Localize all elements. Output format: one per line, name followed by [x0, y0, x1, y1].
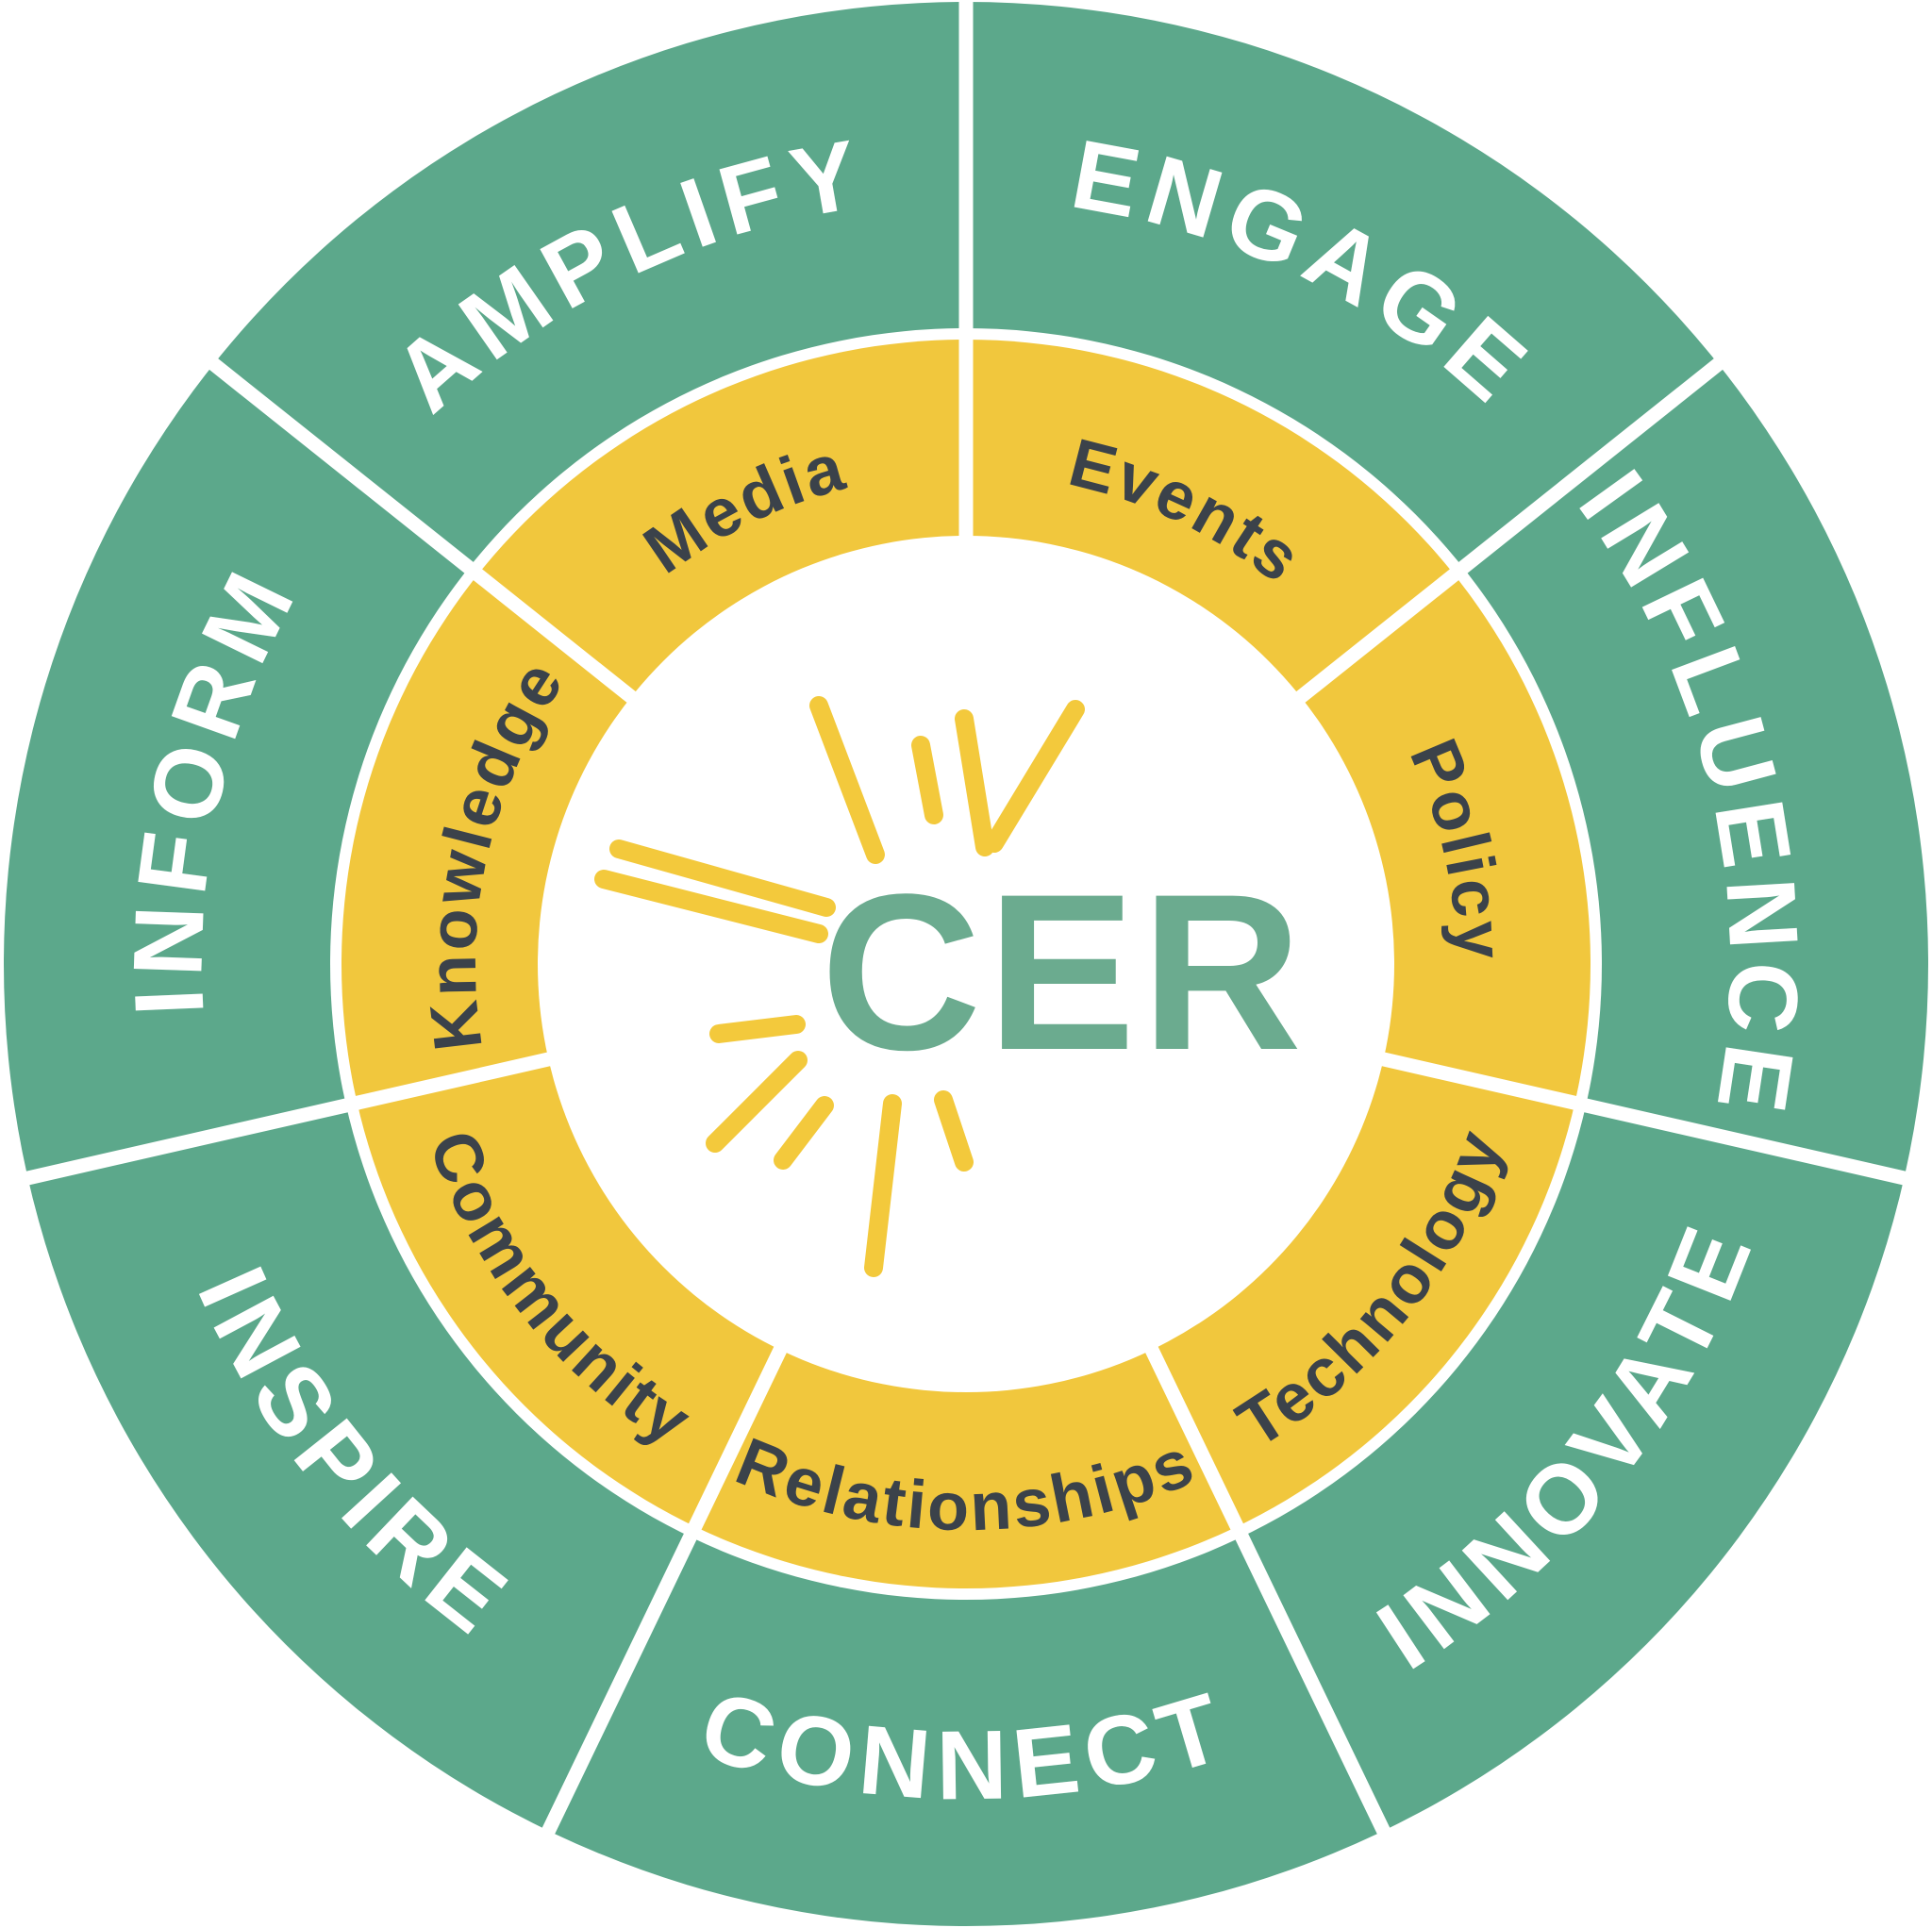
cer-logo-text: CER: [821, 848, 1307, 1097]
sunburst-icon: [594, 696, 1085, 1277]
divider-line: [541, 1343, 789, 1837]
divider-line: [1293, 357, 1724, 706]
divider-line: [1143, 1343, 1391, 1837]
center-disc: [538, 536, 1394, 1392]
divider-line: [208, 357, 639, 706]
sector-dividers: [24, 0, 1908, 1837]
divider-line: [24, 1051, 554, 1186]
divider-line: [1378, 1051, 1908, 1186]
